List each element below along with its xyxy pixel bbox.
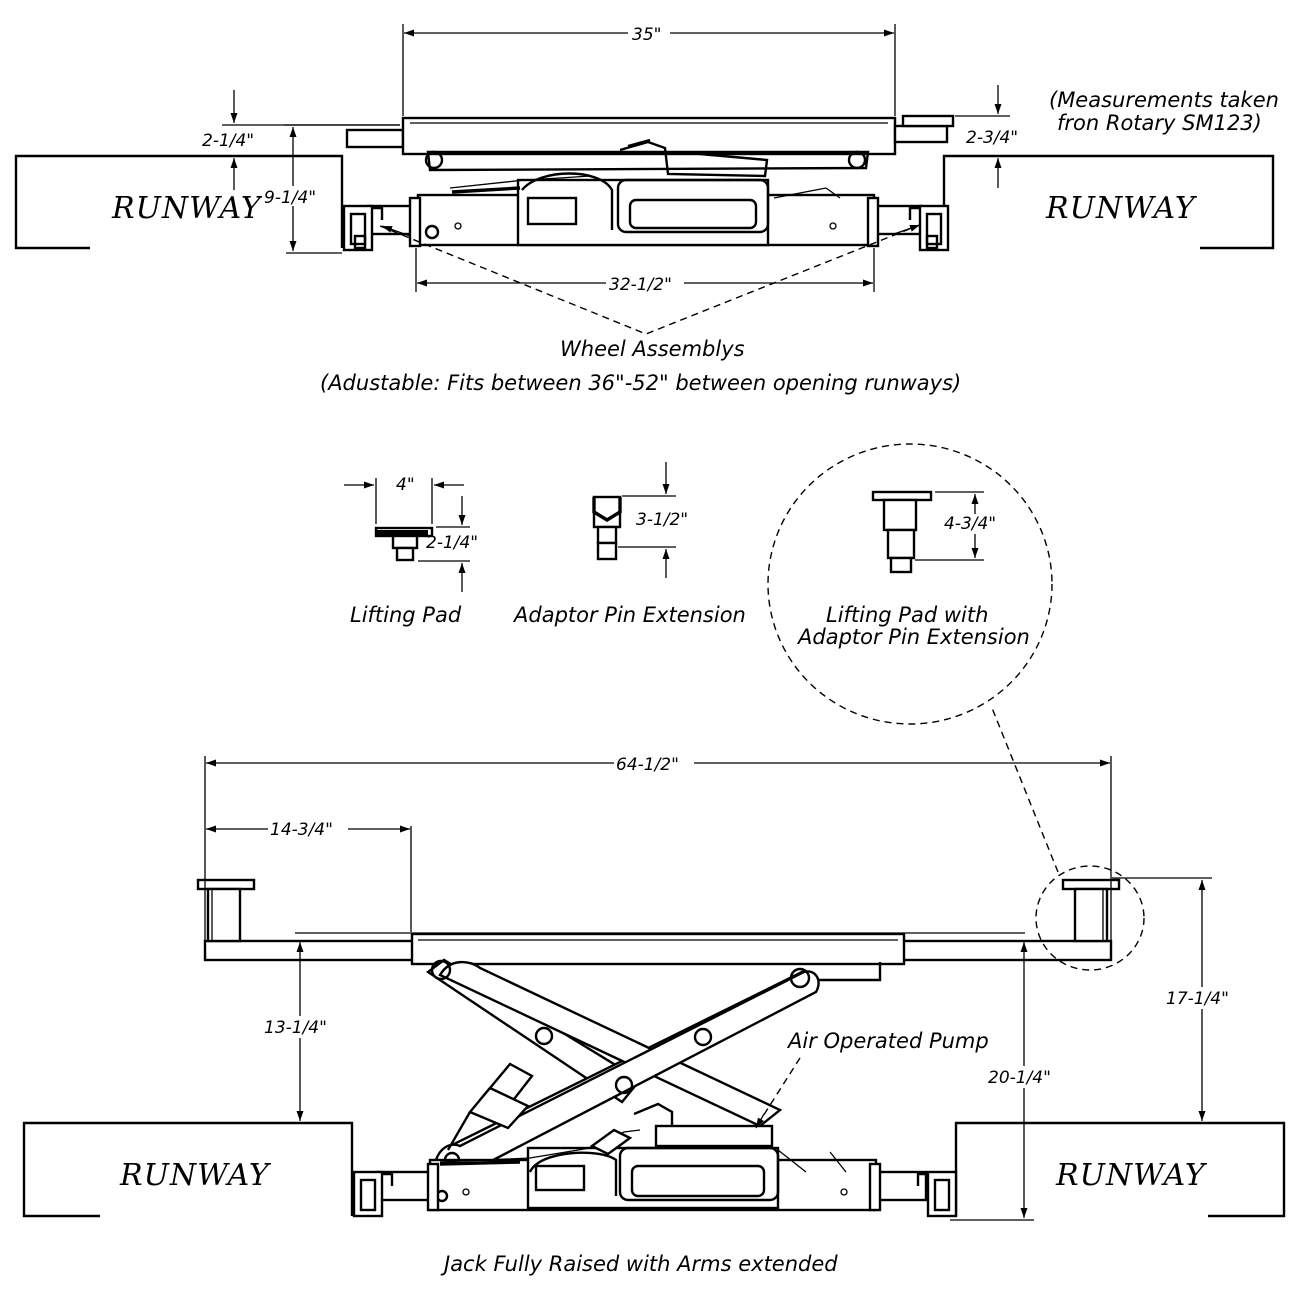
lifting-pad-height-label: 2-1/4" [426,533,478,553]
adaptor-pin-label: Adaptor Pin Extension [512,603,746,627]
wheel-assembly-callout [379,223,923,335]
dim-label-14-3-4: 14-3/4" [270,820,333,840]
dim-35: 35" [402,22,896,116]
runway-label-bottom-left: RUNWAY [119,1158,272,1193]
dim-13-1-4: 13-1/4" [262,942,340,1121]
wheel-assembly-right-raised [916,1170,958,1218]
dim-32-1-2: 32-1/2" [415,248,875,295]
top-view: RUNWAY RUNWAY [14,22,1279,395]
air-pump-label: Air Operated Pump [786,1029,989,1053]
dim-label-64-1-2: 64-1/2" [616,755,679,775]
dim-label-2-1-4-top: 2-1/4" [202,131,254,151]
wheel-assembly-left [342,204,384,252]
pad-right-raised [1061,878,1121,943]
air-pump [654,1124,774,1148]
dim-label-20-1-4: 20-1/4" [988,1068,1051,1088]
runway-left-bottom [22,1121,354,1218]
dim-label-9-1-4: 9-1/4" [264,188,316,208]
pad-detail-ring [1035,865,1145,971]
jack-base-raised [376,1102,928,1212]
measurement-note-line-1: (Measurements taken [1049,88,1279,112]
pad-with-pin-height-label: 4-3/4" [944,514,996,534]
lifting-pad-width-label: 4" [396,475,415,495]
scissor-arms [425,958,820,1174]
adaptor-pin-height-label: 3-1/2" [636,510,688,530]
wheel-assembly-right [908,204,950,252]
runway-right-top [942,154,1275,250]
raised-view: RUNWAY RUNWAY [22,707,1286,1276]
detail-leader [991,707,1059,873]
wheel-note-title: Wheel Assemblys [560,337,745,361]
runway-right-bottom [954,1121,1286,1218]
runway-label-top-right: RUNWAY [1045,191,1198,226]
wheel-note-detail: (Adustable: Fits between 36"-52" between… [320,371,961,395]
dim-2-3-4: 2-3/4" [955,85,1018,188]
dim-14-3-4: 14-3/4" [206,818,412,932]
lifting-pad-label: Lifting Pad [350,603,462,627]
dim-9-1-4: 9-1/4" [262,124,400,254]
dim-label-13-1-4: 13-1/4" [264,1018,327,1038]
detail-circle [767,443,1053,725]
pad-with-pin-label-line-1: Lifting Pad with [826,603,988,627]
measurement-note-line-2: fron Rotary SM123) [1057,111,1262,135]
raised-view-caption: Jack Fully Raised with Arms extended [440,1252,838,1276]
dim-20-1-4: 20-1/4" [950,942,1066,1221]
jack-top [342,114,955,252]
pad-with-pin-label-line-2: Adaptor Pin Extension [796,625,1030,649]
dim-label-17-1-4: 17-1/4" [1166,989,1229,1009]
accessory-adaptor-pin: 3-1/2" Adaptor Pin Extension [512,462,746,627]
accessory-lifting-pad: 4" 2-1/4" Lifting Pad [344,475,478,627]
runway-label-bottom-right: RUNWAY [1055,1158,1208,1193]
dim-label-32-1-2: 32-1/2" [609,275,672,295]
dim-17-1-4: 17-1/4" [1112,877,1244,1121]
runway-left-top [14,154,344,250]
dim-label-2-3-4: 2-3/4" [966,128,1018,148]
accessory-pad-with-pin: 4-3/4" Lifting Pad with Adaptor Pin Exte… [767,443,1053,725]
dim-64-1-2: 64-1/2" [204,752,1112,940]
dim-label-35: 35" [632,25,661,45]
wheel-assembly-left-raised [352,1170,394,1218]
runway-label-top-left: RUNWAY [111,191,264,226]
pad-left-raised [196,878,256,943]
